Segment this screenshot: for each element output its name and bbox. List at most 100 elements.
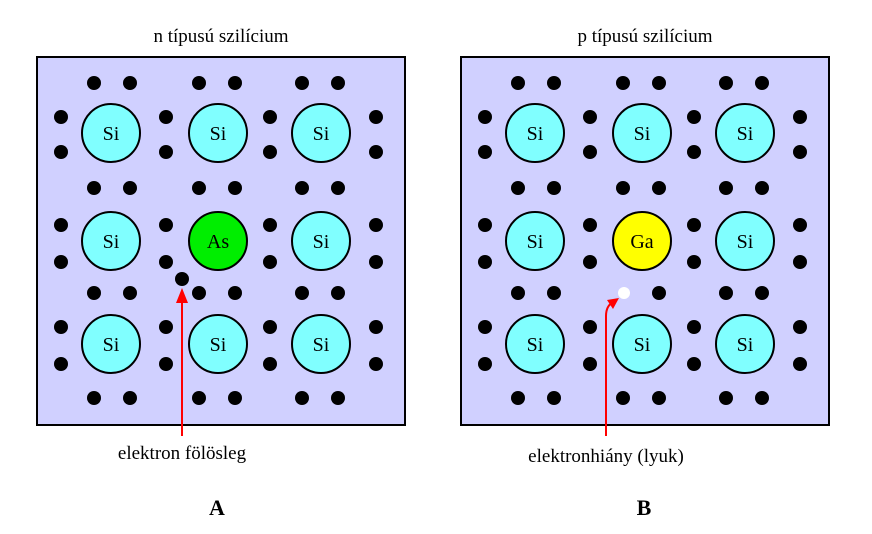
- silicon-atom: [715, 314, 775, 374]
- electron-dot: [54, 110, 68, 124]
- atom-label: Si: [103, 231, 120, 253]
- atom-label: Si: [634, 123, 651, 145]
- electron-dot: [755, 181, 769, 195]
- electron-dot: [511, 391, 525, 405]
- silicon-atom: [612, 103, 672, 163]
- electron-dot: [583, 145, 597, 159]
- silicon-atom: [188, 103, 248, 163]
- electron-dot: [719, 76, 733, 90]
- electron-dot: [583, 255, 597, 269]
- electron-dot: [652, 286, 666, 300]
- atom-label: Si: [527, 123, 544, 145]
- electron-dot: [192, 76, 206, 90]
- silicon-atom: [291, 211, 351, 271]
- electron-dot: [87, 76, 101, 90]
- atom-label: Si: [103, 123, 120, 145]
- electron-dot: [478, 218, 492, 232]
- electron-dot: [755, 391, 769, 405]
- atom-label: Ga: [630, 231, 653, 253]
- silicon-atom: [505, 314, 565, 374]
- atom-label: Si: [737, 231, 754, 253]
- electron-dot: [295, 286, 309, 300]
- electron-dot: [54, 218, 68, 232]
- electron-dot: [192, 181, 206, 195]
- arrow-head: [607, 298, 619, 309]
- electron-dot: [54, 320, 68, 334]
- atom-label: Si: [527, 231, 544, 253]
- electron-dot: [793, 145, 807, 159]
- electron-dot: [192, 286, 206, 300]
- atom-label: Si: [210, 123, 227, 145]
- electron-dot: [331, 181, 345, 195]
- electron-dot: [263, 320, 277, 334]
- electron-dot: [547, 286, 561, 300]
- silicon-atom: [505, 103, 565, 163]
- electron-dot: [369, 255, 383, 269]
- electron-dot: [547, 391, 561, 405]
- electron-dot: [331, 286, 345, 300]
- hole: [618, 287, 630, 299]
- electron-dot: [652, 391, 666, 405]
- arrow-head: [176, 288, 188, 303]
- silicon-atom: [291, 103, 351, 163]
- electron-dot: [793, 110, 807, 124]
- electron-dot: [687, 255, 701, 269]
- electron-dot: [687, 110, 701, 124]
- electron-dot: [331, 76, 345, 90]
- electron-dot: [687, 357, 701, 371]
- electron-dot: [228, 181, 242, 195]
- electron-dot: [793, 255, 807, 269]
- electron-dot: [228, 76, 242, 90]
- electron-dot: [687, 320, 701, 334]
- electron-dot: [793, 320, 807, 334]
- electron-dot: [263, 145, 277, 159]
- silicon-atom: [505, 211, 565, 271]
- electron-dot: [616, 181, 630, 195]
- electron-dot: [719, 181, 733, 195]
- silicon-atom: [188, 314, 248, 374]
- electron-dot: [478, 255, 492, 269]
- electron-dot: [295, 391, 309, 405]
- electron-dot: [159, 218, 173, 232]
- electron-dot: [369, 110, 383, 124]
- electron-dot: [583, 357, 597, 371]
- electron-dot: [263, 218, 277, 232]
- electron-dot: [87, 181, 101, 195]
- electron-dot: [369, 218, 383, 232]
- electron-dot: [793, 357, 807, 371]
- silicon-atom: [612, 314, 672, 374]
- electron-dot: [478, 320, 492, 334]
- electron-dot: [616, 76, 630, 90]
- electron-dot: [331, 391, 345, 405]
- electron-dot: [511, 76, 525, 90]
- atom-label: Si: [313, 231, 330, 253]
- panel-title: p típusú szilícium: [577, 26, 712, 47]
- electron-dot: [511, 286, 525, 300]
- electron-dot: [511, 181, 525, 195]
- extra-electron: [175, 272, 189, 286]
- electron-dot: [159, 357, 173, 371]
- electron-dot: [159, 255, 173, 269]
- electron-dot: [687, 218, 701, 232]
- electron-dot: [54, 255, 68, 269]
- electron-dot: [54, 145, 68, 159]
- electron-dot: [583, 110, 597, 124]
- electron-dot: [295, 76, 309, 90]
- electron-dot: [228, 391, 242, 405]
- electron-dot: [755, 286, 769, 300]
- electron-dot: [228, 286, 242, 300]
- silicon-atom: [715, 211, 775, 271]
- electron-dot: [547, 181, 561, 195]
- electron-dot: [369, 145, 383, 159]
- electron-dot: [793, 218, 807, 232]
- panel-letter: A: [209, 495, 225, 520]
- atom-label: Si: [737, 334, 754, 356]
- electron-dot: [583, 320, 597, 334]
- electron-dot: [263, 255, 277, 269]
- atom-label: Si: [313, 334, 330, 356]
- silicon-atom: [81, 314, 141, 374]
- electron-dot: [263, 110, 277, 124]
